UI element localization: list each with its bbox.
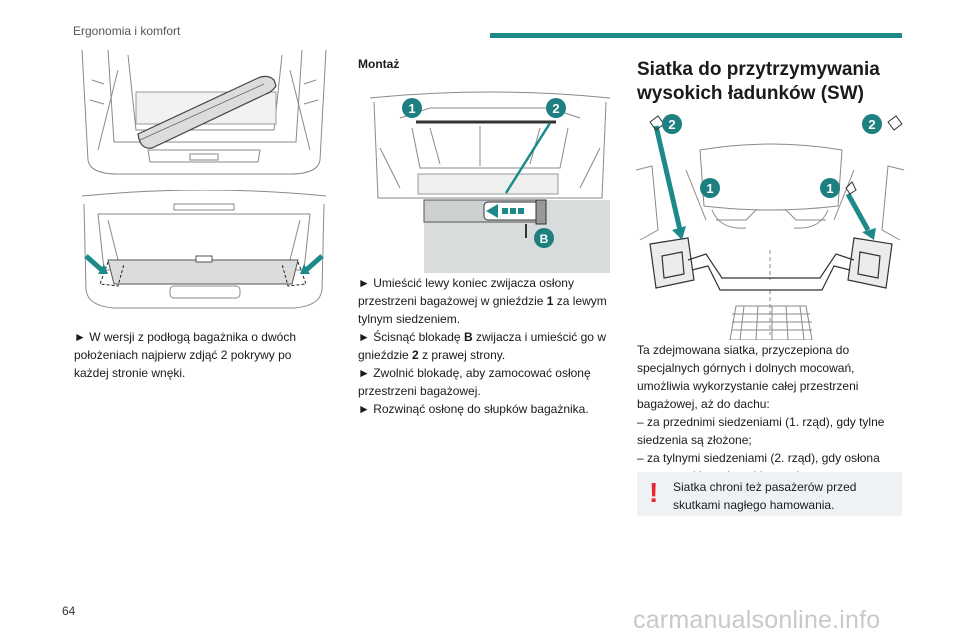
badge-b: B [540,232,549,246]
instruction-step-2: ► Ścisnąć blokadę B zwijacza i umieścić … [358,330,606,362]
warning-box: ! Siatka chroni też pasażerów przed skut… [637,472,902,516]
intro-paragraph: Ta zdejmowana siatka, przyczepiona do sp… [637,343,859,411]
cargo-net-text: Ta zdejmowana siatka, przyczepiona do sp… [637,341,899,485]
section-heading: Siatka do przytrzymywania wysokich ładun… [637,59,880,104]
badge-2-left: 2 [668,117,675,132]
header-accent-bar [490,33,902,38]
cargo-net-illustration: 2 2 1 1 [636,114,905,340]
boot-cover-illustration-top [81,50,327,175]
badge-1-right: 1 [826,181,833,196]
installation-steps: ► Umieścić lewy koniec zwijacza osłony p… [358,274,620,418]
badge-1-left: 1 [706,181,713,196]
list-item: – za przednimi siedzeniami (1. rząd), gd… [637,415,885,447]
badge-1: 1 [408,101,415,116]
boot-cover-illustration-bottom [81,190,327,309]
cover-removal-text: ► W wersji z podłogą bagażnika o dwóch p… [74,328,324,382]
instruction-step-4: ► Rozwinąć osłonę do słupków bagażnika. [358,402,589,416]
cover-installation-illustration: 1 2 B [369,91,611,273]
running-header: Ergonomia i komfort [73,24,181,38]
instruction-step: ► W wersji z podłogą bagażnika o dwóch p… [74,330,296,380]
badge-2: 2 [552,101,559,116]
warning-text: Siatka chroni też pasażerów przed skutka… [673,480,857,512]
badge-2-right: 2 [868,117,875,132]
subheading-montaz: Montaż [358,57,400,71]
warning-icon: ! [649,477,659,508]
instruction-step-3: ► Zwolnić blokadę, aby zamocować osłonę … [358,366,591,398]
watermark: carmanualsonline.info [633,606,881,634]
page-number: 64 [62,604,76,618]
instruction-step-1: ► Umieścić lewy koniec zwijacza osłony p… [358,276,607,326]
